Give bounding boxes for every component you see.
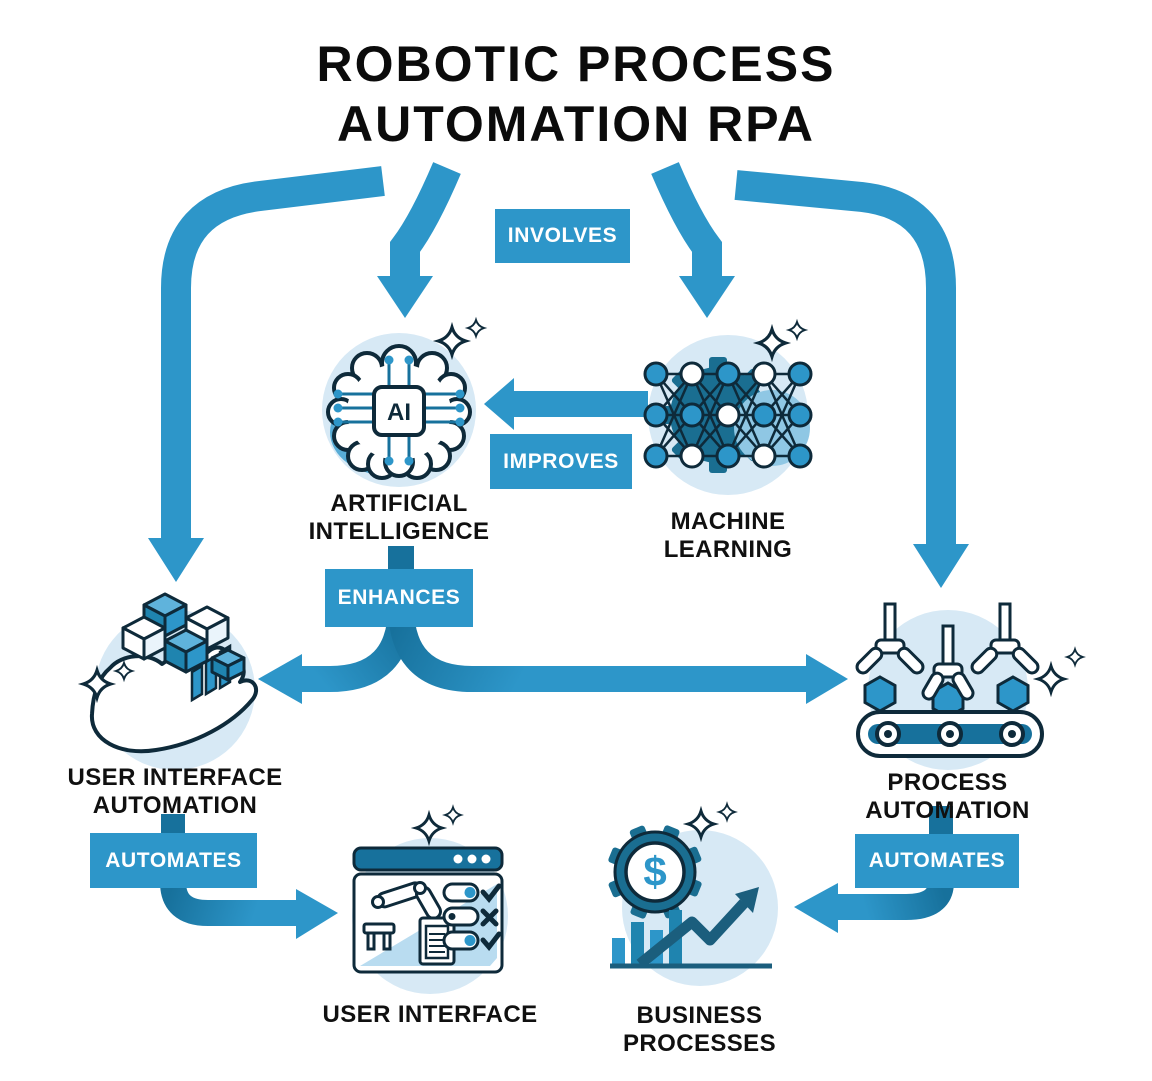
- relation-enhances: ENHANCES: [325, 569, 473, 627]
- automates-left-label: AUTOMATES: [105, 848, 242, 872]
- arrow-title-to-process-automation: [734, 170, 969, 588]
- improves-label: IMPROVES: [503, 449, 619, 473]
- label-artificial-intelligence: ARTIFICIAL INTELLIGENCE: [308, 490, 490, 545]
- ai-brain-chip-icon: AI: [322, 319, 485, 487]
- arrow-title-to-ui-automation: [148, 166, 385, 582]
- label-business-processes: BUSINESS PROCESSES: [623, 1002, 776, 1057]
- relation-automates-left: AUTOMATES: [90, 833, 257, 888]
- gear-dollar-growth-icon: $: [608, 803, 778, 986]
- arrow-title-to-machine-learning: [651, 162, 735, 318]
- automates-right-label: AUTOMATES: [868, 849, 1006, 872]
- arrow-uia-automates-ui: [160, 814, 338, 939]
- involves-label: INVOLVES: [507, 224, 618, 247]
- label-machine-learning: MACHINE LEARNING: [663, 508, 793, 563]
- label-process-automation: PROCESS AUTOMATION: [865, 769, 1030, 824]
- dollar-sign: $: [643, 848, 666, 895]
- label-user-interface: USER INTERFACE: [322, 1001, 538, 1028]
- hand-holding-cubes-icon: [81, 592, 259, 770]
- relation-improves: IMPROVES: [490, 434, 632, 489]
- enhances-label: ENHANCES: [337, 586, 461, 609]
- robot-grippers-conveyor-icon: [855, 602, 1084, 770]
- label-user-interface-automation: USER INTERFACE AUTOMATION: [67, 764, 283, 819]
- neural-network-gear-icon: [643, 321, 813, 495]
- browser-robot-arm-icon: [352, 806, 508, 994]
- automates-right-stem: [929, 806, 953, 835]
- ai-chip-text: AI: [387, 399, 411, 426]
- relation-involves: INVOLVES: [495, 209, 630, 263]
- relation-automates-right: AUTOMATES: [855, 834, 1019, 888]
- arrow-title-to-ai: [377, 162, 461, 318]
- automates-left-stem: [161, 814, 185, 835]
- arrow-ml-improves-ai: [484, 378, 648, 430]
- enhances-stem: [388, 546, 414, 572]
- page-title: ROBOTIC PROCESS AUTOMATION RPA: [316, 36, 836, 152]
